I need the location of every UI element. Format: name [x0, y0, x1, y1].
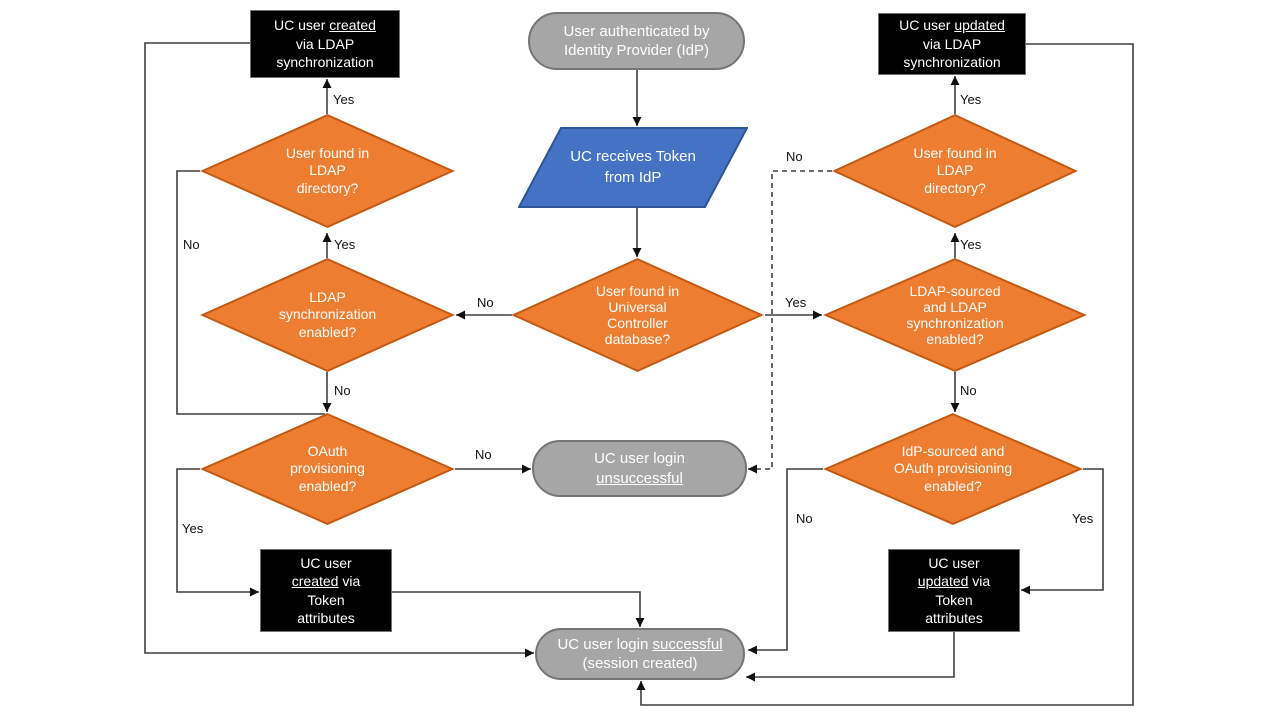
- edge-createdtoken-to-success: [392, 591, 645, 627]
- edge-foundleft-no-down: [176, 170, 325, 415]
- node-uc-user-created-via-ldap-sync: UC user created via LDAP synchronization: [250, 10, 400, 78]
- label-no-foundleft-down: No: [183, 237, 200, 252]
- node-uc-user-updated-via-ldap-sync: UC user updated via LDAP synchronization: [878, 13, 1026, 75]
- label-yes-idpsourced-down: Yes: [1072, 511, 1094, 526]
- label-yes-ucdb-right: Yes: [785, 295, 807, 310]
- label-yes-foundleft-to-created: Yes: [333, 92, 355, 107]
- decision-idp-sourced-oauth-enabled: IdP-sourced and OAuth provisioning enabl…: [823, 413, 1083, 525]
- edge-foundright-no-dashed: [748, 170, 832, 474]
- label-no-idpsourced-down: No: [796, 511, 813, 526]
- diamond-shape: [823, 258, 1087, 372]
- node-uc-login-successful: UC user login successful (session create…: [535, 628, 745, 680]
- label-no-foundright-dashed: No: [786, 149, 803, 164]
- label-yes-sync-to-foundleft: Yes: [334, 237, 356, 252]
- node-uc-login-unsuccessful: UC user login unsuccessful: [532, 440, 747, 497]
- parallelogram-shape: [518, 127, 748, 208]
- label-no-ldapsourced-down: No: [960, 383, 977, 398]
- diamond-shape: [200, 114, 455, 228]
- decision-user-found-ldap-right: User found in LDAP directory?: [832, 114, 1078, 228]
- diamond-shape: [511, 258, 764, 372]
- edge-idpsourced-no-down: [748, 468, 823, 655]
- label-yes-oauth-down: Yes: [182, 521, 204, 536]
- node-uc-user-created-via-token: UC user created via Token attributes: [260, 549, 392, 632]
- label-no-ucdb-left: No: [477, 295, 494, 310]
- edge-updatedldap-feedback: [636, 43, 1134, 706]
- diamond-shape: [823, 413, 1083, 525]
- edge-updatedtoken-to-success: [746, 632, 955, 682]
- node-uc-user-updated-via-token: UC user updated via Token attributes: [888, 549, 1020, 632]
- edge-idpsourced-yes-down: [1021, 468, 1104, 595]
- label-no-sync-to-oauth: No: [334, 383, 351, 398]
- decision-user-found-uc-database: User found in Universal Controller datab…: [511, 258, 764, 372]
- edge-createdldap-feedback: [144, 42, 534, 658]
- decision-ldap-sync-enabled: LDAP synchronization enabled?: [200, 258, 455, 372]
- label-no-oauth-right: No: [475, 447, 492, 462]
- diamond-shape: [200, 413, 455, 525]
- decision-user-found-ldap-left: User found in LDAP directory?: [200, 114, 455, 228]
- edge-oauth-yes-down: [176, 468, 259, 597]
- decision-ldap-sourced-sync-enabled: LDAP-sourced and LDAP synchronization en…: [823, 258, 1087, 372]
- diamond-shape: [832, 114, 1078, 228]
- label-yes-foundright-to-updated: Yes: [960, 92, 982, 107]
- decision-oauth-provisioning-enabled: OAuth provisioning enabled?: [200, 413, 455, 525]
- diamond-shape: [200, 258, 455, 372]
- label-yes-ldapsourced-up: Yes: [960, 237, 982, 252]
